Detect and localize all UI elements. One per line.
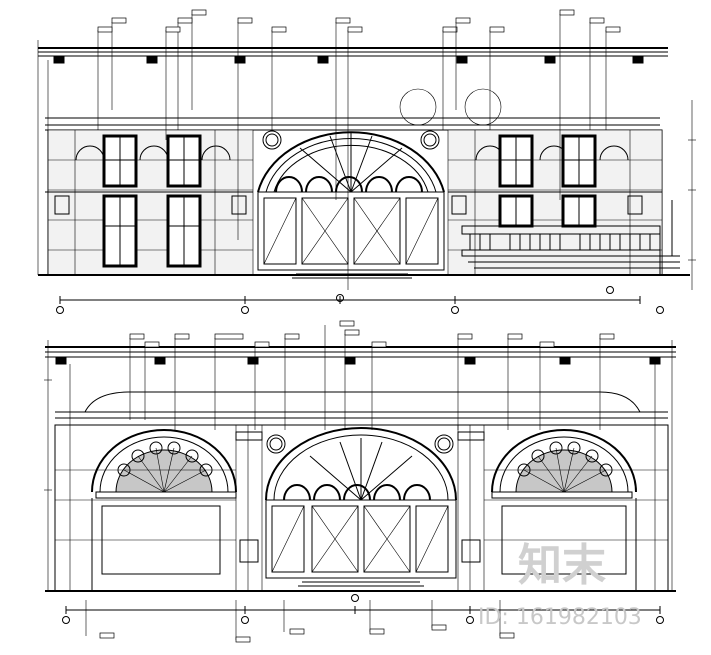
oculus-windows: [262, 88, 502, 150]
central-arch-entrance: [257, 131, 445, 279]
lower-wall-grid: [55, 364, 668, 591]
lower-vertical-dimension: [44, 340, 673, 591]
watermark-id: ID: 161982103: [478, 605, 642, 630]
wall-brackets: [45, 191, 662, 215]
windows-lower-row: [102, 194, 597, 268]
lower-oculus-windows: [266, 434, 454, 454]
lower-leader-tags: [85, 320, 615, 643]
lower-central-arch-entrance: [265, 427, 457, 587]
upper-axis-bubbles: [56, 286, 664, 314]
watermark-logo: 知末: [518, 540, 606, 591]
lower-top-band-blocks: [55, 357, 661, 365]
balustrade: [461, 200, 680, 275]
upper-leader-tags: [97, 9, 621, 290]
upper-dimension-line: [59, 296, 641, 304]
pilaster-capitals: [235, 431, 485, 563]
right-fanlight-arch: [491, 429, 637, 591]
lower-dimension-line: [65, 606, 661, 614]
lower-axis-bubbles: [62, 594, 664, 624]
lower-elevation: [44, 320, 676, 643]
watermark: 知末 ID: 161982103: [478, 540, 642, 630]
upper-vertical-dimension: [37, 40, 696, 290]
upper-elevation: [37, 9, 696, 314]
top-band-blocks: [53, 56, 644, 64]
left-fanlight-arch: [91, 429, 237, 591]
windows-upper-row: [102, 134, 597, 188]
